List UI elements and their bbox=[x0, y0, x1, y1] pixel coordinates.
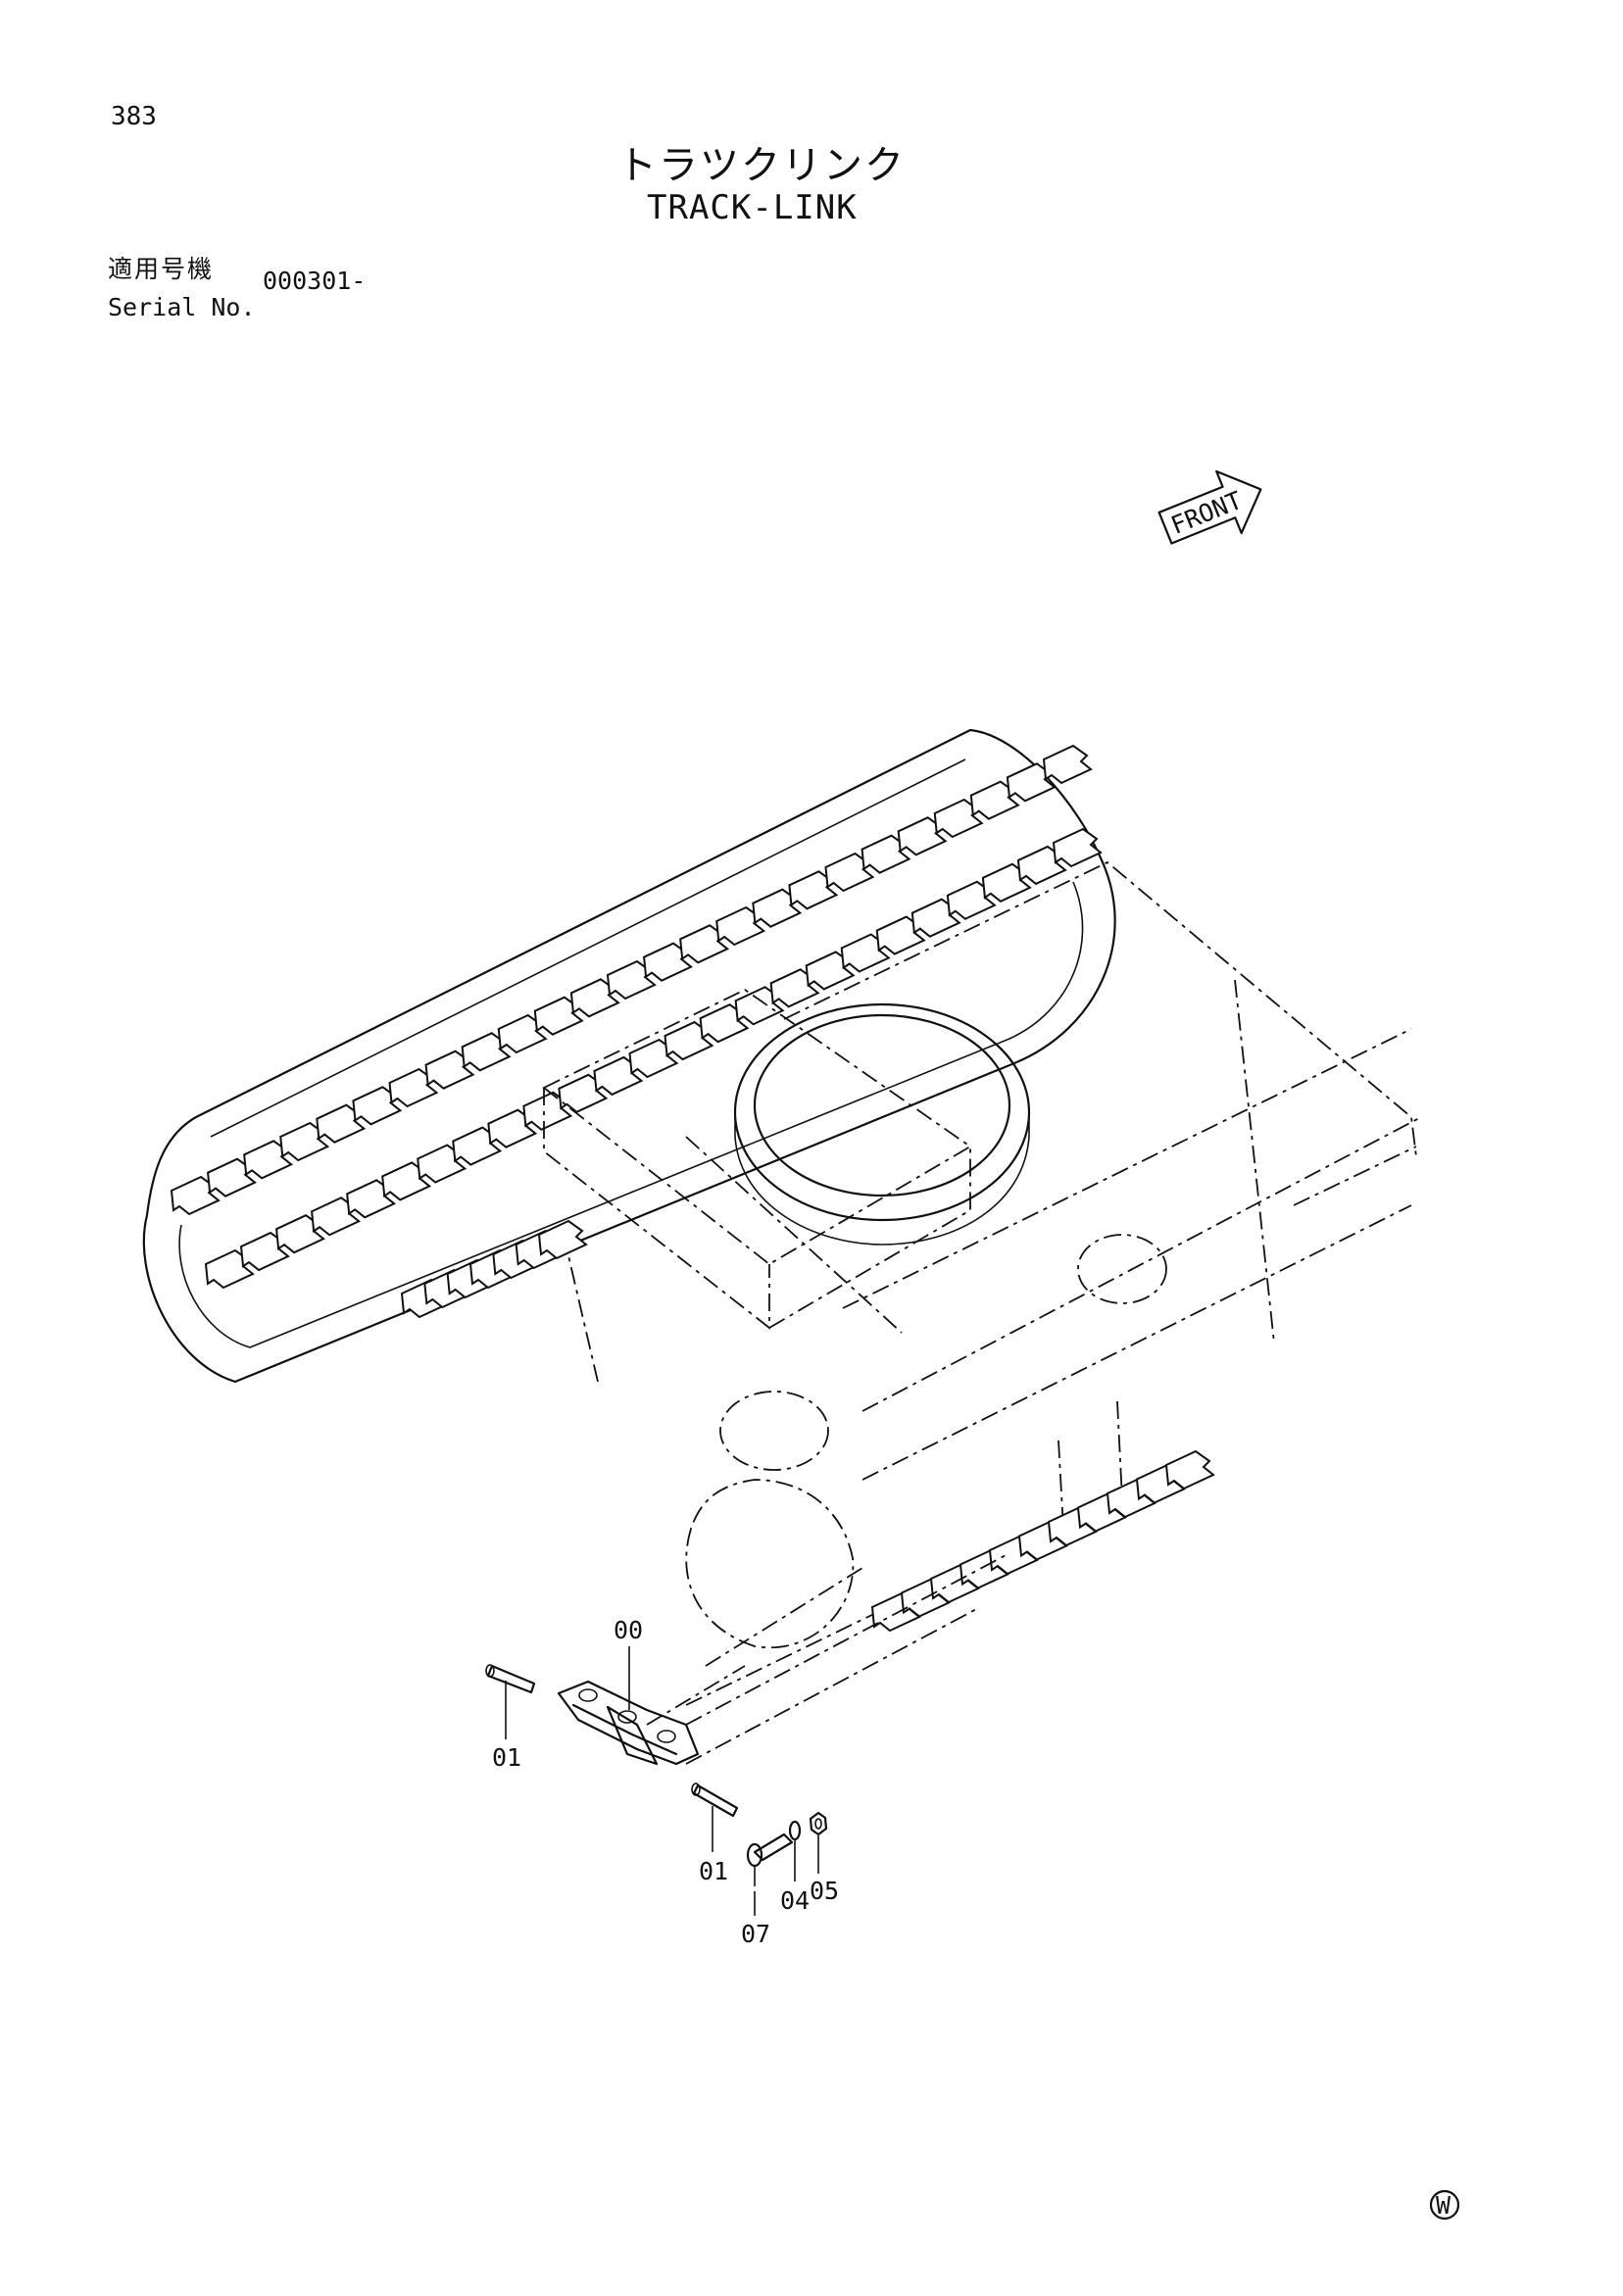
track-shoe bbox=[769, 968, 820, 1008]
track-shoe bbox=[664, 1020, 714, 1061]
lower-track-links-right bbox=[870, 1449, 1215, 1633]
track-shoe bbox=[558, 1073, 609, 1113]
track-shoe bbox=[239, 1231, 290, 1272]
track-shoe bbox=[752, 888, 803, 928]
track-shoe bbox=[1042, 744, 1093, 785]
track-shoe bbox=[461, 1032, 512, 1072]
track-shoe bbox=[1006, 762, 1057, 803]
track-shoe bbox=[388, 1067, 439, 1108]
track-shoe bbox=[715, 905, 766, 947]
track-shoe bbox=[316, 1103, 367, 1144]
track-frame-phantom bbox=[542, 860, 1422, 1765]
track-shoe bbox=[875, 915, 926, 955]
track-shoe bbox=[170, 1175, 221, 1216]
track-shoe bbox=[275, 1214, 325, 1254]
track-shoe bbox=[946, 880, 997, 920]
serial-label-japanese: 適用号機 bbox=[108, 255, 215, 283]
track-link-section bbox=[557, 1680, 700, 1766]
track-shoe bbox=[628, 1038, 679, 1079]
track-shoe bbox=[522, 1091, 573, 1131]
track-shoe bbox=[643, 942, 693, 982]
circled-w-mark: W bbox=[1429, 2189, 1460, 2221]
shoe-bolt bbox=[746, 1832, 794, 1886]
swing-circle bbox=[733, 1002, 1031, 1246]
track-shoe bbox=[352, 1086, 403, 1126]
track-shoe bbox=[417, 1144, 467, 1184]
track-shoe bbox=[1052, 827, 1103, 868]
track-shoe bbox=[897, 816, 948, 856]
page-number: 383 bbox=[111, 102, 157, 131]
track-shoe bbox=[734, 986, 785, 1026]
track-shoe bbox=[569, 978, 620, 1018]
part-label-01-lower: 01 bbox=[699, 1857, 728, 1885]
track-shoe bbox=[497, 1013, 548, 1054]
track-shoe bbox=[243, 1140, 294, 1180]
track-pin-upper bbox=[485, 1664, 536, 1694]
track-shoe bbox=[981, 862, 1032, 904]
track-shoe bbox=[487, 1108, 538, 1148]
track-pin-lower bbox=[691, 1783, 739, 1818]
track-shoe bbox=[311, 1197, 362, 1237]
part-label-07: 07 bbox=[741, 1920, 770, 1948]
track-shoe bbox=[593, 1055, 644, 1097]
track-shoe bbox=[679, 924, 730, 964]
page-title-english: TRACK-LINK bbox=[647, 188, 858, 227]
track-shoe bbox=[805, 951, 856, 991]
exploded-track-link-parts: 00 01 01 07 04 05 bbox=[485, 1552, 1010, 1948]
upper-track-shoes bbox=[170, 744, 1103, 1290]
track-shoe bbox=[861, 834, 911, 874]
track-shoe bbox=[204, 1248, 255, 1290]
front-arrow-icon: FRONT bbox=[1157, 469, 1262, 545]
track-link bbox=[537, 1219, 588, 1260]
lower-track-links-left bbox=[400, 1219, 588, 1319]
track-shoe bbox=[606, 959, 657, 1001]
track-shoe bbox=[346, 1179, 397, 1219]
part-label-01-upper: 01 bbox=[492, 1743, 521, 1772]
part-label-05: 05 bbox=[810, 1877, 839, 1905]
lock-washer bbox=[788, 1820, 802, 1841]
track-shoe bbox=[533, 996, 584, 1036]
part-label-04: 04 bbox=[780, 1886, 810, 1915]
track-shoe bbox=[788, 870, 839, 910]
track-shoe bbox=[207, 1157, 257, 1197]
serial-label-english: Serial No. bbox=[108, 293, 256, 321]
track-shoe bbox=[699, 1003, 750, 1044]
track-shoe bbox=[424, 1050, 475, 1090]
track-shoe bbox=[452, 1126, 503, 1166]
track-shoe bbox=[933, 798, 984, 839]
shoe-nut bbox=[809, 1811, 828, 1836]
track-shoe bbox=[910, 898, 961, 938]
track-shoe bbox=[381, 1161, 432, 1201]
track-link bbox=[1164, 1449, 1215, 1490]
serial-number-value: 000301- bbox=[263, 267, 367, 295]
track-shoe bbox=[840, 933, 891, 973]
track-shoe bbox=[969, 780, 1020, 820]
page-title-japanese: トラツクリンク bbox=[617, 143, 906, 188]
track-shoe bbox=[1016, 845, 1067, 886]
part-label-00: 00 bbox=[614, 1616, 643, 1644]
footer-mark-letter: W bbox=[1436, 2191, 1451, 2220]
track-shoe bbox=[824, 852, 875, 893]
upper-track-assembly bbox=[142, 728, 1116, 1384]
track-shoe bbox=[279, 1121, 330, 1162]
